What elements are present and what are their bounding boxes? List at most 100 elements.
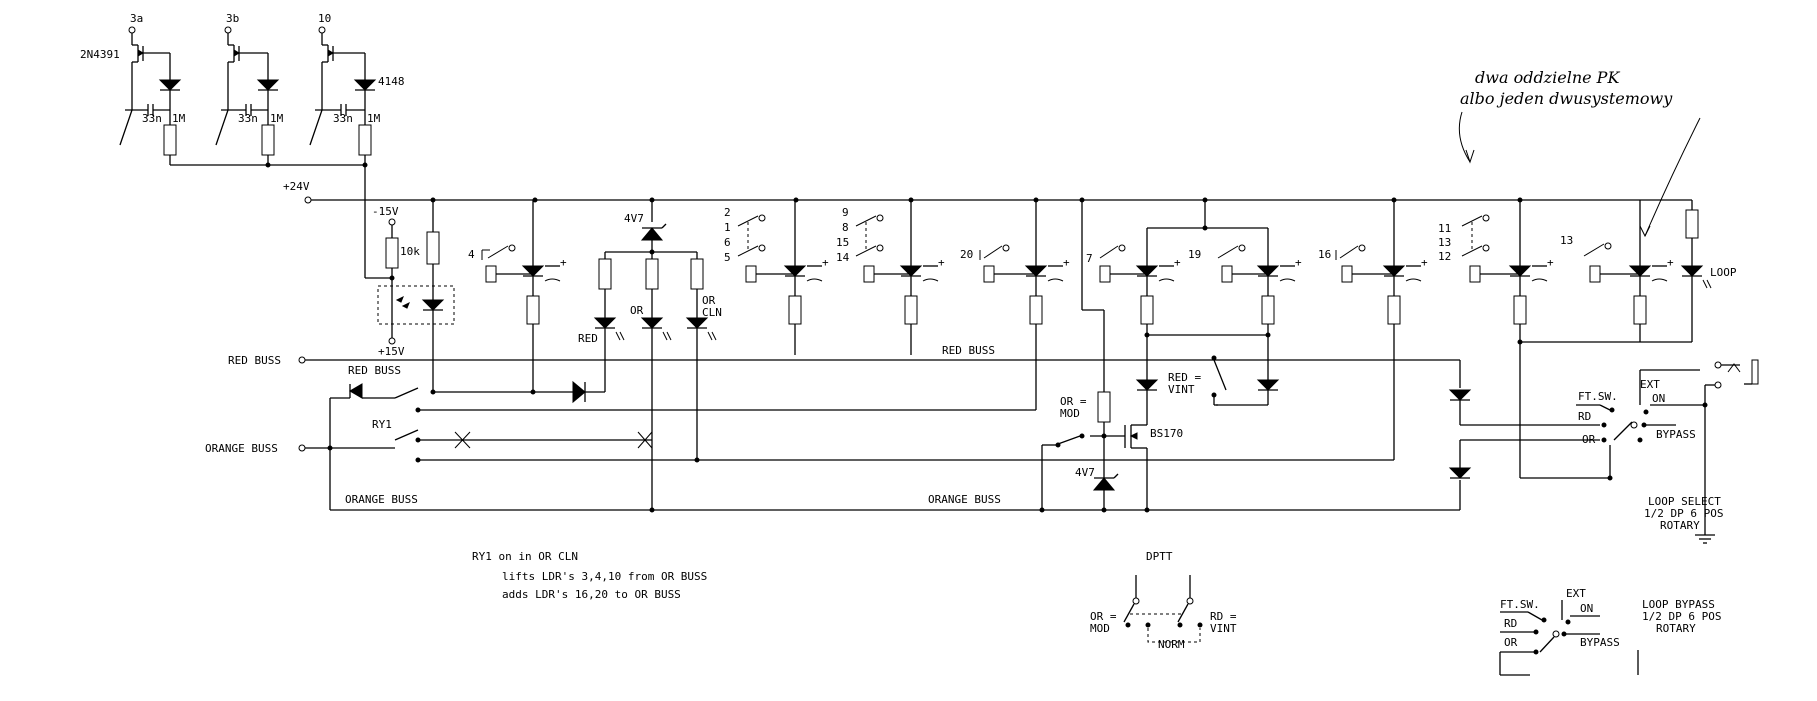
dptt-or-1: OR = [1090, 610, 1117, 623]
jfet-3a: 3a 2N4391 33n 1M [80, 12, 186, 165]
loop-select-title-2: 1/2 DP 6 POS [1644, 507, 1723, 520]
orange-bus-mid-label: ORANGE BUSS [928, 493, 1001, 506]
cap-label-a: 33n [142, 112, 162, 125]
ldr-cell-16: 16 + [1318, 200, 1428, 460]
handwritten-line-2: albo jeden dwusystemowy [1460, 89, 1673, 108]
ldr-input-12: 12 [1438, 250, 1451, 263]
ldr-input-14: 14 [836, 251, 850, 264]
jfet-section: 3a 2N4391 33n 1M 3b [80, 12, 405, 278]
loop-bypass-bypass: BYPASS [1580, 636, 1620, 649]
res-label-c: 1M [367, 112, 381, 125]
ldr-cell-7: 7 + [1086, 200, 1268, 335]
orange-bus-label: ORANGE BUSS [345, 493, 418, 506]
dptt-norm: NORM [1158, 638, 1185, 651]
svg-text:+: + [1547, 256, 1554, 269]
zener-4v7-label-2: 4V7 [1075, 466, 1095, 479]
loop-select-ftsw: FT.SW. [1578, 390, 1618, 403]
loop-bypass-ftsw: FT.SW. [1500, 598, 1540, 611]
diode-4148-label: 4148 [378, 75, 405, 88]
ldr-input-20: 20 [960, 248, 973, 261]
jfet-part-label: 2N4391 [80, 48, 120, 61]
ldr-input-8: 8 [842, 221, 849, 234]
ldr-cell-20: 20 + [960, 200, 1070, 392]
ldr-input-16: 16 [1318, 248, 1331, 261]
handwritten-line-1: dwa oddzielne PK [1475, 68, 1620, 87]
svg-text:+: + [1421, 256, 1428, 269]
ldr-cell-11-13-12: 11 13 12 + [1438, 200, 1554, 478]
svg-text:+: + [1295, 256, 1302, 269]
red-vint-label-1: RED = [1168, 371, 1201, 384]
note-line-2: lifts LDR's 3,4,10 from OR BUSS [502, 570, 707, 583]
res-label-b: 1M [270, 112, 284, 125]
ldr-input-9: 9 [842, 206, 849, 219]
ldr-cell-19: 19 + [1188, 228, 1302, 335]
relay-ry1: RY1 [329, 380, 1394, 463]
loop-bypass-title-1: LOOP BYPASS [1642, 598, 1715, 611]
loop-bypass-title-3: ROTARY [1656, 622, 1696, 635]
loop-select-or: OR [1582, 433, 1596, 446]
jfet-3b-label: 3b [226, 12, 239, 25]
loop-bypass-ext: EXT [1566, 587, 1586, 600]
led-or-cln-label-2: CLN [702, 306, 722, 319]
dptt-or-2: MOD [1090, 622, 1110, 635]
mod-feed [1081, 200, 1105, 392]
loop-select-ext: EXT [1640, 378, 1660, 391]
svg-text:+: + [560, 256, 567, 269]
loop-led: LOOP [1520, 200, 1737, 343]
jfet-10: 10 4148 33n 1M [309, 12, 405, 156]
dptt-title: DPTT [1146, 550, 1173, 563]
ldr-cell-4: 4 + [468, 200, 567, 392]
rail-24v: +24V [283, 180, 1692, 204]
ldr-input-11: 11 [1438, 222, 1451, 235]
notes: RY1 on in OR CLN lifts LDR's 3,4,10 from… [472, 550, 707, 601]
jfet-3a-label: 3a [130, 12, 143, 25]
mosfet-label: BS170 [1150, 427, 1183, 440]
opto-block: -15V 10k +15V [365, 200, 455, 392]
cap-label-c: 33n [333, 112, 353, 125]
led-or-cln-label-1: OR [702, 294, 716, 307]
ldr-input-7: 7 [1086, 252, 1093, 265]
ldr-input-5: 5 [724, 251, 731, 264]
dptt-rd-1: RD = [1210, 610, 1237, 623]
loop-select-rd: RD [1578, 410, 1591, 423]
loop-bypass-title-2: 1/2 DP 6 POS [1642, 610, 1721, 623]
ldr-input-4: 4 [468, 248, 475, 261]
loop-bypass-on: ON [1580, 602, 1593, 615]
led-red-label: RED [578, 332, 598, 345]
loop-bypass-rd: RD [1504, 617, 1517, 630]
orange-bus: ORANGE BUSS ORANGE BUSS ORANGE BUSS [205, 439, 1600, 513]
ldr-cell-13b: 13 + [1560, 200, 1674, 342]
mosfet-block: OR = MOD BS170 4V7 [1041, 391, 1183, 510]
red-vint-block: RED = VINT [1135, 355, 1280, 425]
red-vint-label-2: VINT [1168, 383, 1195, 396]
svg-text:+: + [1174, 256, 1181, 269]
res-label-a: 1M [172, 112, 186, 125]
or-mod-label-1: OR = [1060, 395, 1087, 408]
loop-select-title-3: ROTARY [1660, 519, 1700, 532]
loop-led-label: LOOP [1710, 266, 1737, 279]
svg-text:+: + [822, 256, 829, 269]
ldr-input-13b: 13 [1560, 234, 1573, 247]
red-bus-mid-label: RED BUSS [942, 344, 995, 357]
rail-m15-label: -15V [372, 205, 399, 218]
red-bus-label: RED BUSS [348, 364, 401, 377]
ldr-input-19: 19 [1188, 248, 1201, 261]
cap-label-b: 33n [238, 112, 258, 125]
ldr-input-2: 2 [724, 206, 731, 219]
res-10k-label: 10k [400, 245, 420, 258]
jfet-10-label: 10 [318, 12, 331, 25]
ldr-cell-9-8-15-14: 9 8 15 14 + [836, 200, 945, 355]
orange-bus-input-label: ORANGE BUSS [205, 442, 278, 455]
svg-text:+: + [1667, 256, 1674, 269]
rail-24v-label: +24V [283, 180, 310, 193]
note-line-1: RY1 on in OR CLN [472, 550, 578, 563]
zener-4v7-label: 4V7 [624, 212, 644, 225]
loop-select-title-1: LOOP SELECT [1648, 495, 1721, 508]
loop-select-switch: FT.SW. RD OR EXT ON BYPASS [1520, 359, 1759, 544]
note-line-3: adds LDR's 16,20 to OR BUSS [502, 588, 681, 601]
or-mod-label-2: MOD [1060, 407, 1080, 420]
relay-label: RY1 [372, 418, 392, 431]
svg-text:+: + [938, 256, 945, 269]
loop-select-bypass: BYPASS [1656, 428, 1696, 441]
